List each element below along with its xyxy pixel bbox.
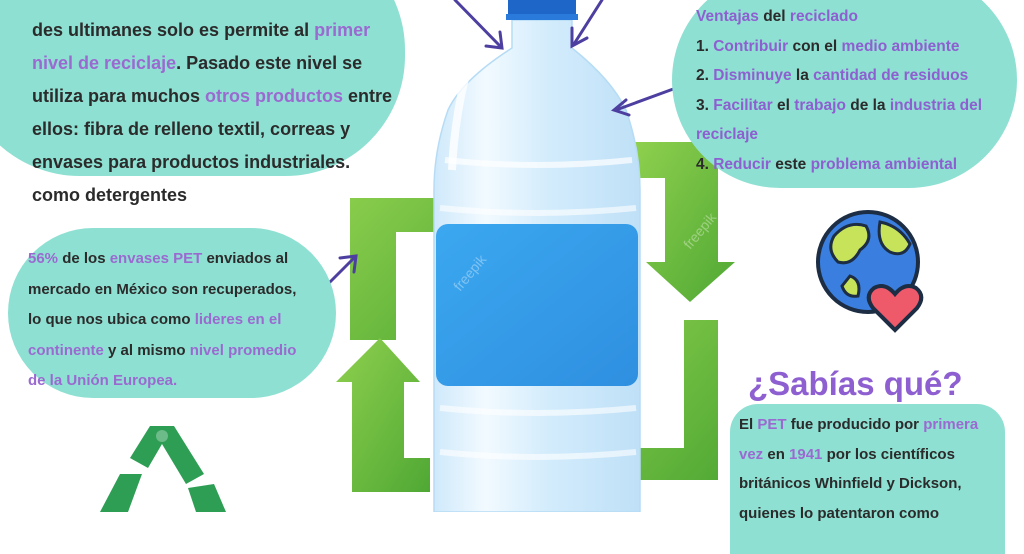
recycle-bottles-icon <box>100 426 226 512</box>
text-line-5: envases para productos industriales. <box>32 152 351 172</box>
ventajas-item-1: 1. Contribuir con el medio ambiente <box>696 37 960 55</box>
mexico-line-5: de la Unión Europea. <box>28 372 178 389</box>
earth-heart-icon <box>816 210 924 333</box>
mexico-line-4: continente y al mismo nivel promedio <box>28 341 297 359</box>
text-line-6: como detergentes <box>32 185 188 205</box>
mexico-line-1: 56% de los envases PET enviados al <box>28 250 289 267</box>
sabias-title: ¿Sabías qué? <box>748 365 963 402</box>
water-bottle-icon <box>433 0 641 512</box>
ventajas-item-2: 2. Disminuye la cantidad de residuos <box>696 67 969 84</box>
bubble-mexico: 56% de los envases PET enviados al merca… <box>8 228 336 398</box>
bubble-sabias: El PET fue producido por primera vez en … <box>730 404 1005 554</box>
bubble-reciclaje-info: des ultimanes solo es permite al primer … <box>0 0 405 205</box>
sabias-line-3: británicos Whinfield y Dickson, <box>739 475 962 492</box>
text-line-4: ellos: fibra de relleno textil, correas … <box>32 119 351 139</box>
sabias-line-1: El PET fue producido por primera <box>739 416 979 433</box>
ventajas-item-3-cont: reciclaje <box>696 126 759 143</box>
text-line-3: utiliza para muchos otros productos entr… <box>32 86 393 106</box>
ventajas-item-4: 4. Reducir este problema ambiental <box>696 155 958 173</box>
text-line-1: des ultimanes solo es permite al primer <box>32 20 371 40</box>
bubble-ventajas: Ventajas del reciclado 1. Contribuir con… <box>672 0 1017 188</box>
ventajas-item-3: 3. Facilitar el trabajo de la industria … <box>696 96 983 114</box>
text-line-2: nivel de reciclaje. Pasado este nivel se <box>32 53 363 73</box>
infographic-graphics: freepik freepik <box>100 0 924 512</box>
mexico-line-2: mercado en México son recuperados, <box>28 280 297 298</box>
ventajas-title: Ventajas del reciclado <box>696 8 858 25</box>
bottle-label <box>436 224 638 386</box>
pointer-arrow-icon <box>324 0 678 288</box>
sabias-line-2: vez en 1941 por los científicos <box>739 445 955 463</box>
sabias-line-4: quienes lo patentaron como <box>739 504 940 522</box>
mexico-line-3: lo que nos ubica como lideres en el <box>28 311 282 328</box>
